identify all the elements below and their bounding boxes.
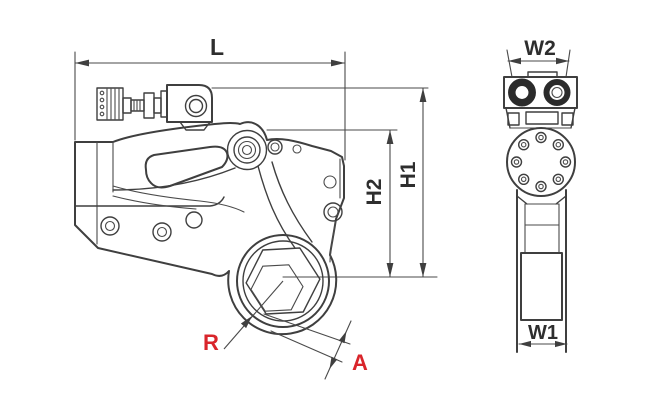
dim-label-L: L (210, 34, 224, 60)
flange-bolts (510, 131, 572, 193)
dimension-A: A (263, 313, 368, 380)
dim-label-W1: W1 (528, 322, 558, 344)
dimension-W1: W1 (518, 322, 568, 348)
hex-drive (236, 234, 330, 328)
dim-label-W2: W2 (524, 37, 556, 60)
dimension-L: L (74, 34, 346, 161)
dim-label-A: A (352, 350, 368, 375)
end-neck (505, 107, 576, 129)
dim-label-R: R (203, 330, 219, 355)
wrench-body (74, 121, 345, 336)
dim-label-H2: H2 (363, 179, 386, 206)
dimension-R: R (203, 280, 284, 355)
dimension-H1-H2: H1 H2 (211, 87, 438, 278)
dim-label-H1: H1 (397, 161, 420, 188)
end-flange (506, 127, 576, 197)
side-view: L H1 H2 (74, 34, 438, 380)
end-manifold-block (503, 71, 578, 109)
dimension-W2: W2 (506, 37, 571, 78)
end-shaft (516, 189, 567, 353)
end-view: W2 (503, 37, 578, 353)
hydraulic-couplers (96, 84, 213, 131)
